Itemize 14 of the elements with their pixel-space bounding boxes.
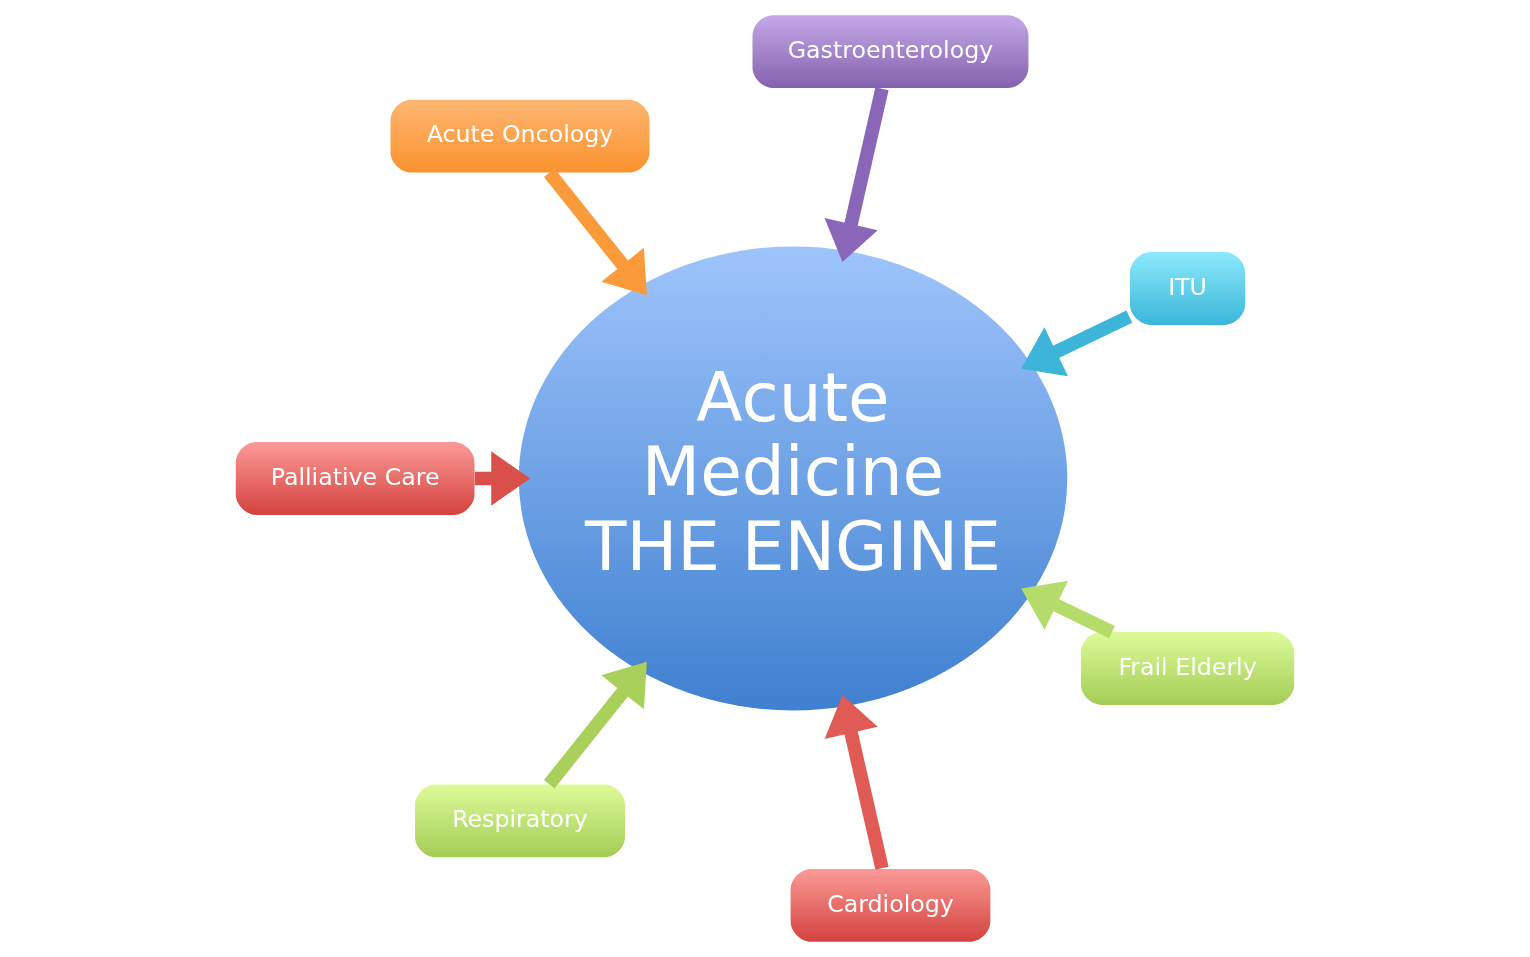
node-box: Cardiology [790, 869, 991, 942]
arrow [543, 661, 647, 789]
arrow [1021, 310, 1133, 377]
node-box: Respiratory [415, 784, 625, 858]
node-box: Frail Elderly [1080, 632, 1295, 705]
arrow [824, 87, 889, 263]
arrow [824, 694, 889, 870]
arrow [1021, 580, 1115, 639]
arrow [543, 168, 647, 296]
arrow [474, 451, 531, 506]
node-box: ITU [1130, 252, 1246, 325]
node-box: Acute Oncology [390, 99, 650, 173]
node-box: Gastroenterology [752, 15, 1029, 88]
node-box: Palliative Care [235, 442, 475, 515]
